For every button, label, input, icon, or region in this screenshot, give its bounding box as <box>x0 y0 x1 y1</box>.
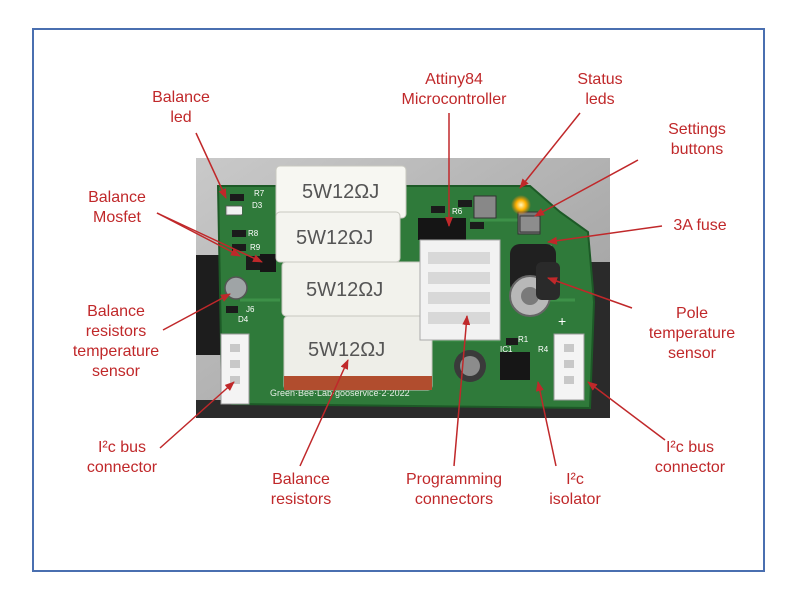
arrow-status-leds <box>519 112 581 189</box>
label-balance-resistors: Balance resistors <box>270 471 332 508</box>
i2c-isolator-chip <box>500 352 530 380</box>
arrow-balance-mosfet-2 <box>156 212 263 263</box>
label-i2c-isolator: I²c isolator <box>549 471 601 508</box>
i2c-connector-right <box>553 333 585 401</box>
silk-footer: Green·Bee·Lab·gooservice·2·2022 <box>270 388 410 398</box>
arrow-balance-temp-sensor <box>162 293 231 331</box>
figure-frame <box>32 28 765 572</box>
i2c-connector-left <box>220 333 250 405</box>
silk-r4: R4 <box>538 345 549 354</box>
silk-r1: R1 <box>518 335 529 344</box>
silk-r7: R7 <box>254 189 265 198</box>
silk-d3: D3 <box>252 201 263 210</box>
fuse-3a <box>509 244 556 317</box>
label-i2c-bus-connector-right: I²c bus connector <box>654 439 726 476</box>
arrow-3a-fuse <box>547 225 663 245</box>
arrow-pole-temp <box>547 277 633 309</box>
label-3a-fuse: 3A fuse <box>673 217 727 234</box>
resistor-marking-1: 5W12ΩJ <box>302 181 379 203</box>
arrow-programming <box>453 315 471 467</box>
balance-temp-sensor <box>224 276 248 300</box>
label-balance-resistors-temp-sensor: Balance resistors temperature sensor <box>72 303 160 380</box>
arrow-i2c-left <box>159 381 235 449</box>
label-settings-buttons: Settings buttons <box>668 121 726 158</box>
status-led <box>511 195 531 215</box>
resistor-marking-4: 5W12ΩJ <box>308 339 385 361</box>
silk-r6: R6 <box>452 207 463 216</box>
balance-resistors <box>275 165 433 391</box>
arrow-balance-led <box>195 132 227 199</box>
arrow-i2c-right <box>587 381 666 441</box>
capacitor <box>454 350 486 382</box>
silk-r8: R8 <box>248 229 259 238</box>
label-i2c-bus-connector-left: I²c bus connector <box>86 439 158 476</box>
arrow-i2c-isolator <box>535 381 557 467</box>
label-balance-led: Balance led <box>152 89 210 126</box>
arrow-settings-buttons <box>534 159 639 217</box>
silk-r9: R9 <box>250 243 261 252</box>
silk-d4: D4 <box>238 315 249 324</box>
silk-plus: + <box>558 313 566 329</box>
settings-button <box>519 215 541 233</box>
balance-led <box>228 207 242 214</box>
programming-connector <box>419 239 501 341</box>
label-balance-mosfet: Balance Mosfet <box>88 189 146 226</box>
silk-j6: J6 <box>246 305 255 314</box>
balance-mosfet <box>260 254 276 272</box>
label-pole-temperature-sensor: Pole temperature sensor <box>648 305 736 362</box>
resistor-marking-2: 5W12ΩJ <box>296 227 373 249</box>
arrow-balance-resistors <box>299 359 349 467</box>
label-status-leds: Status leds <box>577 71 623 108</box>
attiny84-chip <box>418 218 466 240</box>
resistor-marking-3: 5W12ΩJ <box>306 279 383 301</box>
label-programming-connectors: Programming connectors <box>405 471 503 508</box>
silk-ic1: IC1 <box>500 345 513 354</box>
label-attiny84-microcontroller: Attiny84 Microcontroller <box>401 71 507 108</box>
